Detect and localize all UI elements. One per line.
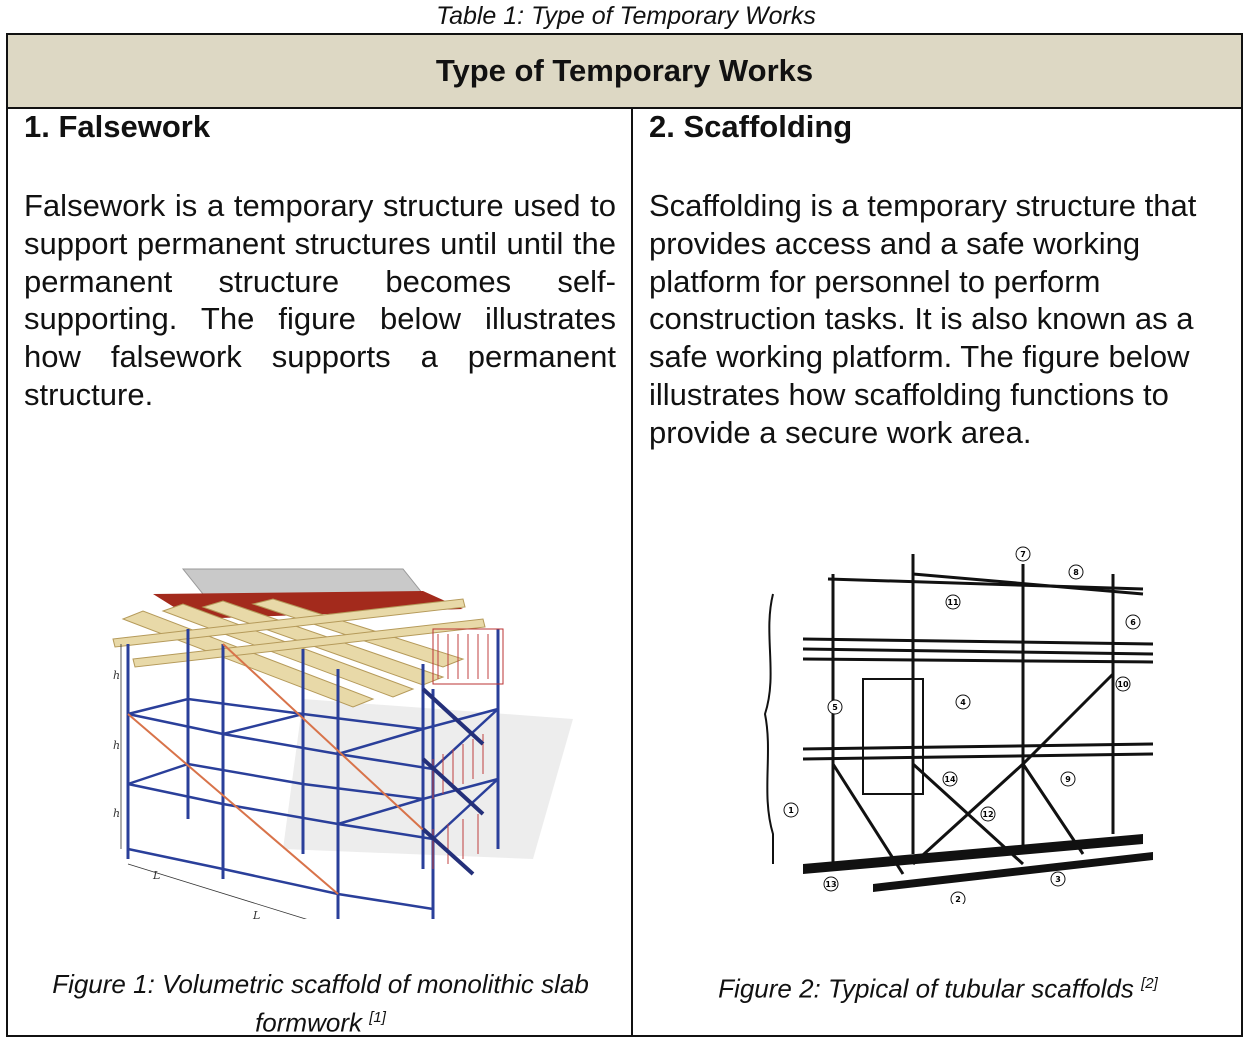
falsework-caption-text: Figure 1: Volumetric scaffold of monolit… xyxy=(52,969,589,1038)
scaffolding-figure: 1 2 3 4 5 6 7 8 9 10 11 12 13 14 xyxy=(763,546,1153,904)
callout-14: 14 xyxy=(942,771,958,787)
callout-6: 6 xyxy=(1125,614,1141,630)
svg-text:10: 10 xyxy=(1117,680,1129,689)
scaffold-ledgers xyxy=(127,697,499,911)
callout-3: 3 xyxy=(1050,871,1066,887)
scaffolding-heading: 2. Scaffolding xyxy=(649,109,853,144)
scaffolding-figure-caption: Figure 2: Typical of tubular scaffolds [… xyxy=(643,967,1233,1006)
svg-text:2: 2 xyxy=(955,895,961,904)
falsework-figure-caption: Figure 1: Volumetric scaffold of monolit… xyxy=(18,967,623,1040)
table-caption: Table 1: Type of Temporary Works xyxy=(436,2,816,30)
wall-outline xyxy=(763,593,774,864)
dimension-l-1: L xyxy=(152,869,160,882)
scaffolding-column: 2. Scaffolding Scaffolding is a temporar… xyxy=(633,109,1241,1035)
concrete-slab xyxy=(181,568,425,595)
scaffold-frame xyxy=(802,554,1153,875)
svg-text:11: 11 xyxy=(947,598,959,607)
svg-text:13: 13 xyxy=(825,880,836,889)
dimension-h-3: h xyxy=(113,807,120,820)
svg-text:9: 9 xyxy=(1065,775,1071,784)
svg-text:6: 6 xyxy=(1130,618,1136,627)
callout-11: 11 xyxy=(945,594,961,610)
callout-7: 7 xyxy=(1015,546,1031,562)
diagonal-braces xyxy=(127,643,434,895)
dimension-l-2: L xyxy=(252,909,260,919)
svg-text:12: 12 xyxy=(982,810,993,819)
svg-text:4: 4 xyxy=(960,698,966,707)
callout-2: 2 xyxy=(950,891,966,904)
callout-5: 5 xyxy=(827,699,843,715)
stair-tower xyxy=(421,628,504,876)
callout-1: 1 xyxy=(783,802,799,818)
callout-12: 12 xyxy=(980,806,996,822)
falsework-figure: h h h L L xyxy=(112,568,573,919)
callout-10: 10 xyxy=(1115,676,1131,692)
falsework-description: Falsework is a temporary structure used … xyxy=(24,188,616,412)
svg-text:3: 3 xyxy=(1055,875,1061,884)
scaffolding-reference: [2] xyxy=(1141,975,1158,992)
svg-text:1: 1 xyxy=(788,806,794,815)
scaffolding-caption-text: Figure 2: Typical of tubular scaffolds xyxy=(718,973,1134,1004)
temporary-works-table: Type of Temporary Works 1. Falsework Fal… xyxy=(6,33,1243,1038)
svg-text:8: 8 xyxy=(1073,568,1079,577)
dimension-h-2: h xyxy=(113,739,120,752)
dimension-h-1: h xyxy=(113,669,120,682)
svg-text:14: 14 xyxy=(944,775,956,784)
table-header: Type of Temporary Works xyxy=(8,35,1241,109)
timber-beams xyxy=(112,598,486,708)
falsework-heading: 1. Falsework xyxy=(24,109,211,144)
svg-text:5: 5 xyxy=(832,703,838,712)
scaffolding-description: Scaffolding is a temporary structure tha… xyxy=(649,188,1197,450)
svg-text:7: 7 xyxy=(1020,550,1026,559)
callout-13: 13 xyxy=(823,876,839,892)
callout-9: 9 xyxy=(1060,771,1076,787)
callout-8: 8 xyxy=(1068,564,1084,580)
falsework-column: 1. Falsework Falsework is a temporary st… xyxy=(8,109,633,1038)
falsework-reference: [1] xyxy=(369,1009,386,1026)
callout-4: 4 xyxy=(955,694,971,710)
